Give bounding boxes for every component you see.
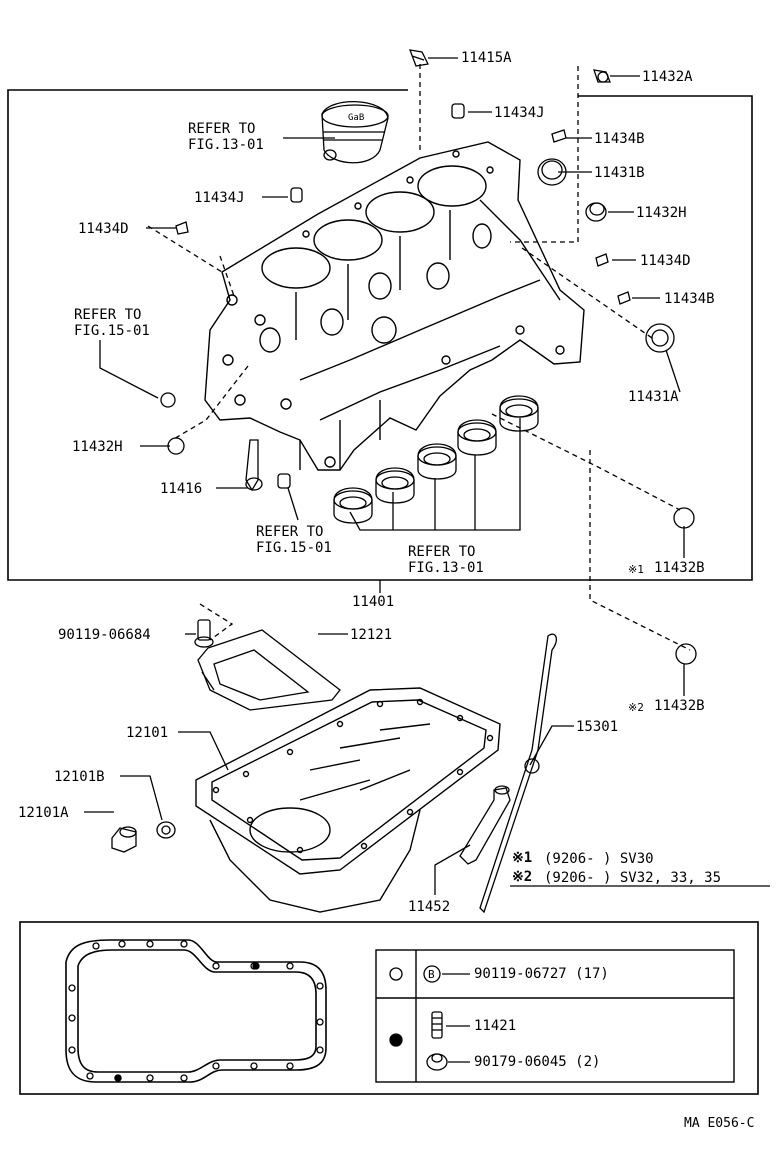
part-11431B: 11431B xyxy=(594,165,645,181)
oil-pan-baffle xyxy=(197,629,341,711)
note-1-mark: ※1 xyxy=(512,850,533,866)
ref-fig15-left-line2: FIG.15-01 xyxy=(74,323,150,339)
mark-1: ※1 xyxy=(628,563,644,576)
part-12101B: 12101B xyxy=(54,769,105,785)
part-11432H-left: 11432H xyxy=(72,439,123,455)
crankshaft-bearings xyxy=(333,395,539,524)
ref-fig15-bottom-line1: REFER TO xyxy=(256,524,324,540)
part-11434J-top: 11434J xyxy=(494,105,545,121)
part-12121: 12121 xyxy=(350,627,393,643)
oil-level-gauge-guide xyxy=(459,785,511,865)
piston: GaB xyxy=(321,101,389,164)
ref-fig15-left-line1: REFER TO xyxy=(74,307,142,323)
part-11431A: 11431A xyxy=(628,389,679,405)
legend-row1: 90119-06727 (17) xyxy=(474,966,609,982)
part-11434B-top: 11434B xyxy=(594,131,645,147)
gasket-holes xyxy=(68,940,324,1082)
mark-2: ※2 xyxy=(628,701,644,714)
bolt-90119-06684 xyxy=(194,619,214,648)
gasket-panel xyxy=(19,921,759,1095)
cylinder-block xyxy=(204,141,585,471)
oil-pan xyxy=(195,687,501,913)
part-11434J-mid: 11434J xyxy=(194,190,245,206)
note-2-text: (9206- ) SV32, 33, 35 xyxy=(544,870,722,886)
oil-pan-gasket xyxy=(65,939,327,1083)
part-15301: 15301 xyxy=(576,719,619,735)
nut-90179-06045 xyxy=(426,1053,470,1071)
part-11432B-1: 11432B xyxy=(654,560,705,576)
stud-bolt-11421 xyxy=(431,1011,470,1039)
small-fittings xyxy=(160,49,697,665)
part-90119-06684: 90119-06684 xyxy=(58,627,151,643)
part-11432H-right: 11432H xyxy=(636,205,687,221)
ref-fig13-top-line2: FIG.13-01 xyxy=(188,137,264,153)
open-circle-symbol xyxy=(389,967,403,981)
figure-code: MA E056-C xyxy=(684,1116,755,1131)
ref-fig13-bottom-line2: FIG.13-01 xyxy=(408,560,484,576)
ref-fig13-top-line1: REFER TO xyxy=(188,121,256,137)
legend-row2a: 11421 xyxy=(474,1018,517,1034)
part-11432A: 11432A xyxy=(642,69,693,85)
part-11416: 11416 xyxy=(160,481,203,497)
svg-text:GaB: GaB xyxy=(348,113,364,123)
part-12101A: 12101A xyxy=(18,805,69,821)
fastener-legend-table xyxy=(375,949,735,1083)
dashed-reference-lines xyxy=(147,64,691,651)
part-11434D-left: 11434D xyxy=(78,221,129,237)
part-12101: 12101 xyxy=(126,725,169,741)
part-11415A: 11415A xyxy=(461,50,512,66)
part-11432B-2: 11432B xyxy=(654,698,705,714)
oil-level-gauge xyxy=(479,633,558,914)
part-11401: 11401 xyxy=(352,594,395,610)
part-11452: 11452 xyxy=(408,899,451,915)
ref-fig15-bottom-line2: FIG.15-01 xyxy=(256,540,332,556)
part-11434D-right: 11434D xyxy=(640,253,691,269)
drain-plug xyxy=(111,821,176,853)
part-11434B-right: 11434B xyxy=(664,291,715,307)
filled-circle-symbol xyxy=(389,1033,403,1047)
note-1-text: (9206- ) SV30 xyxy=(544,851,654,867)
ref-fig13-bottom-line1: REFER TO xyxy=(408,544,476,560)
note-2-mark: ※2 xyxy=(512,869,533,885)
bolt-b-symbol xyxy=(423,965,441,983)
legend-b-mark: B xyxy=(428,968,435,981)
leader-lines xyxy=(84,57,770,895)
legend-row2b: 90179-06045 (2) xyxy=(474,1054,601,1070)
